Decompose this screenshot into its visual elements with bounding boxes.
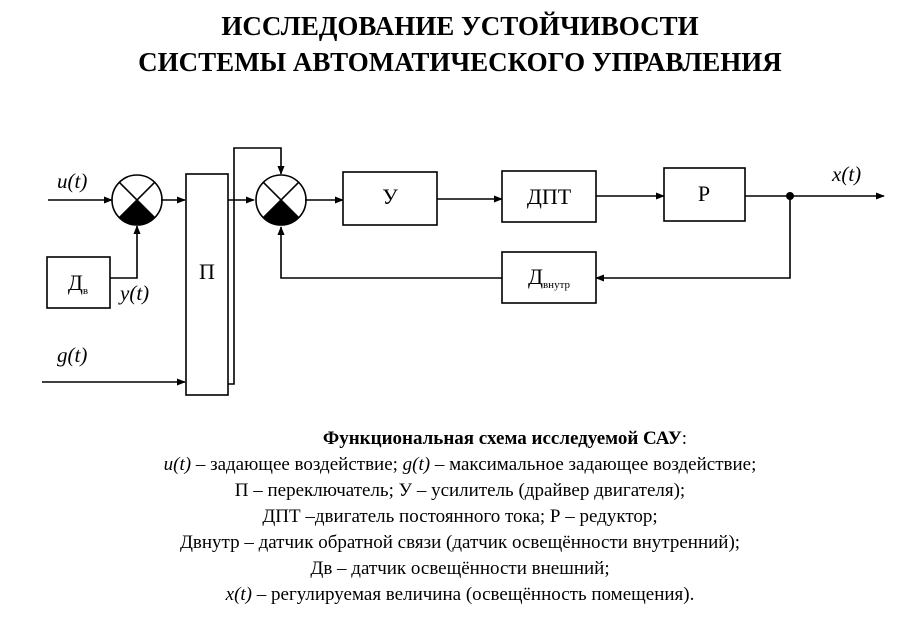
signal-x-label: x(t) (831, 162, 861, 186)
title-line-2: СИСТЕМЫ АВТОМАТИЧЕСКОГО УПРАВЛЕНИЯ (138, 47, 782, 77)
signal-g-label: g(t) (57, 343, 87, 367)
caption-line-3: ДПТ –двигатель постоянного тока; Р – ред… (262, 506, 658, 527)
signal-y-label: y(t) (118, 281, 149, 305)
block-dvnutr-label: Двнутр (528, 264, 571, 291)
signal-y-line (110, 225, 141, 279)
feedback-out-line (277, 226, 502, 279)
caption: Функциональная схема исследуемой САУ: u(… (0, 426, 920, 608)
caption-line-5: Дв – датчик освещённости внешний; (310, 558, 610, 579)
block-dv-label: Дв (68, 270, 88, 297)
block-reducer-label: Р (698, 181, 710, 206)
block-motor (501, 170, 597, 223)
caption-line-4: Двнутр – датчик обратной связи (датчик о… (179, 532, 741, 553)
block-motor-label: ДПТ (527, 184, 572, 209)
block-amplifier-label: У (382, 184, 398, 209)
caption-line-6: x(t) – регулируемая величина (освещённос… (225, 584, 695, 605)
summator-1 (111, 174, 163, 226)
summator-2 (255, 174, 307, 226)
block-dv (46, 256, 111, 309)
block-amplifier (342, 171, 438, 226)
block-switch (185, 173, 229, 396)
block-dvnutr (501, 251, 597, 304)
block-switch-label: П (199, 259, 215, 284)
signal-u-label: u(t) (57, 169, 87, 193)
caption-line-1: u(t) – задающее воздействие; g(t) – макс… (163, 454, 757, 475)
feedback-in-line (595, 196, 791, 282)
functional-diagram: Дв П У ДПТ Р Двнутр u(t) g(t) y(t) x(t) (42, 147, 885, 396)
caption-heading: Функциональная схема исследуемой САУ: (322, 428, 688, 449)
caption-line-2: П – переключатель; У – усилитель (драйве… (234, 480, 686, 501)
branch-point (786, 192, 794, 200)
switch-bypass-line (228, 147, 285, 385)
page-title: ИССЛЕДОВАНИЕ УСТОЙЧИВОСТИ СИСТЕМЫ АВТОМА… (0, 8, 920, 80)
block-reducer (663, 167, 746, 222)
title-line-1: ИССЛЕДОВАНИЕ УСТОЙЧИВОСТИ (221, 11, 699, 41)
